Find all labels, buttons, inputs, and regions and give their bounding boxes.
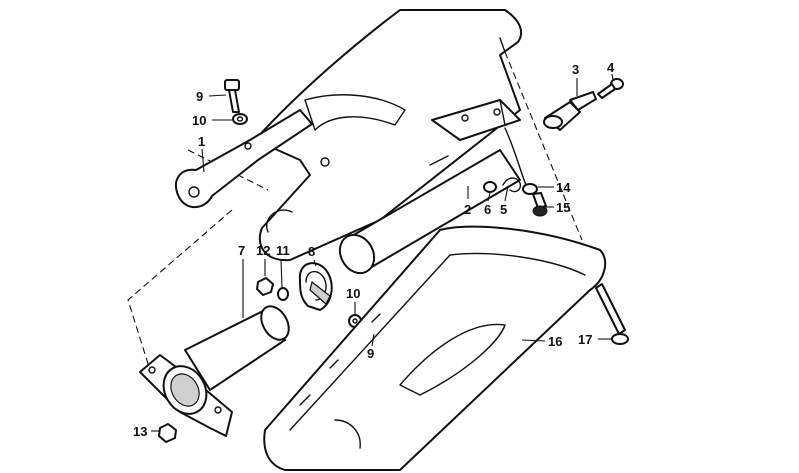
part-8-clamp-ring xyxy=(298,262,333,311)
callout-7: 7 xyxy=(238,243,245,258)
callout-5: 5 xyxy=(500,202,507,217)
part-12-nut xyxy=(256,277,274,296)
callout-10-upper: 10 xyxy=(192,113,206,128)
part-13-nut xyxy=(158,423,177,443)
callout-16: 16 xyxy=(548,334,562,349)
callout-11: 11 xyxy=(276,243,290,258)
part-14-washer xyxy=(522,183,538,195)
callout-12: 12 xyxy=(256,243,270,258)
part-2-column-tube xyxy=(338,99,527,275)
callout-13: 13 xyxy=(133,424,147,439)
callout-6: 6 xyxy=(484,202,491,217)
upper-steering-column-shroud xyxy=(254,9,523,262)
callout-9-upper: 9 xyxy=(196,89,203,104)
part-5-spring-clip xyxy=(502,177,522,193)
callout-labels: 9 10 1 3 4 14 15 2 6 5 7 12 11 8 10 9 16… xyxy=(133,60,615,439)
part-15-bolt xyxy=(532,192,548,217)
callout-leader-lines xyxy=(151,73,614,432)
part-1-lever-arm xyxy=(175,109,313,209)
callout-3: 3 xyxy=(572,62,579,77)
callout-2: 2 xyxy=(464,202,471,217)
part-7-bearing-sleeve xyxy=(139,305,290,437)
callout-1: 1 xyxy=(198,134,205,149)
part-3-bracket xyxy=(543,91,597,131)
part-6-nut xyxy=(483,181,497,193)
part-16-lower-shroud xyxy=(263,225,607,471)
part-17-bolt xyxy=(595,283,629,345)
part-11-washer xyxy=(277,287,289,301)
callout-9-lower: 9 xyxy=(367,346,374,361)
part-10-washer-upper xyxy=(232,113,248,125)
callout-14: 14 xyxy=(556,180,571,195)
callout-17: 17 xyxy=(578,332,592,347)
callout-4: 4 xyxy=(607,60,615,75)
part-9-bolt-upper xyxy=(224,79,240,113)
callout-8: 8 xyxy=(308,244,315,259)
part-4-screw xyxy=(597,78,624,99)
callout-15: 15 xyxy=(556,200,570,215)
callout-10-lower: 10 xyxy=(346,286,360,301)
